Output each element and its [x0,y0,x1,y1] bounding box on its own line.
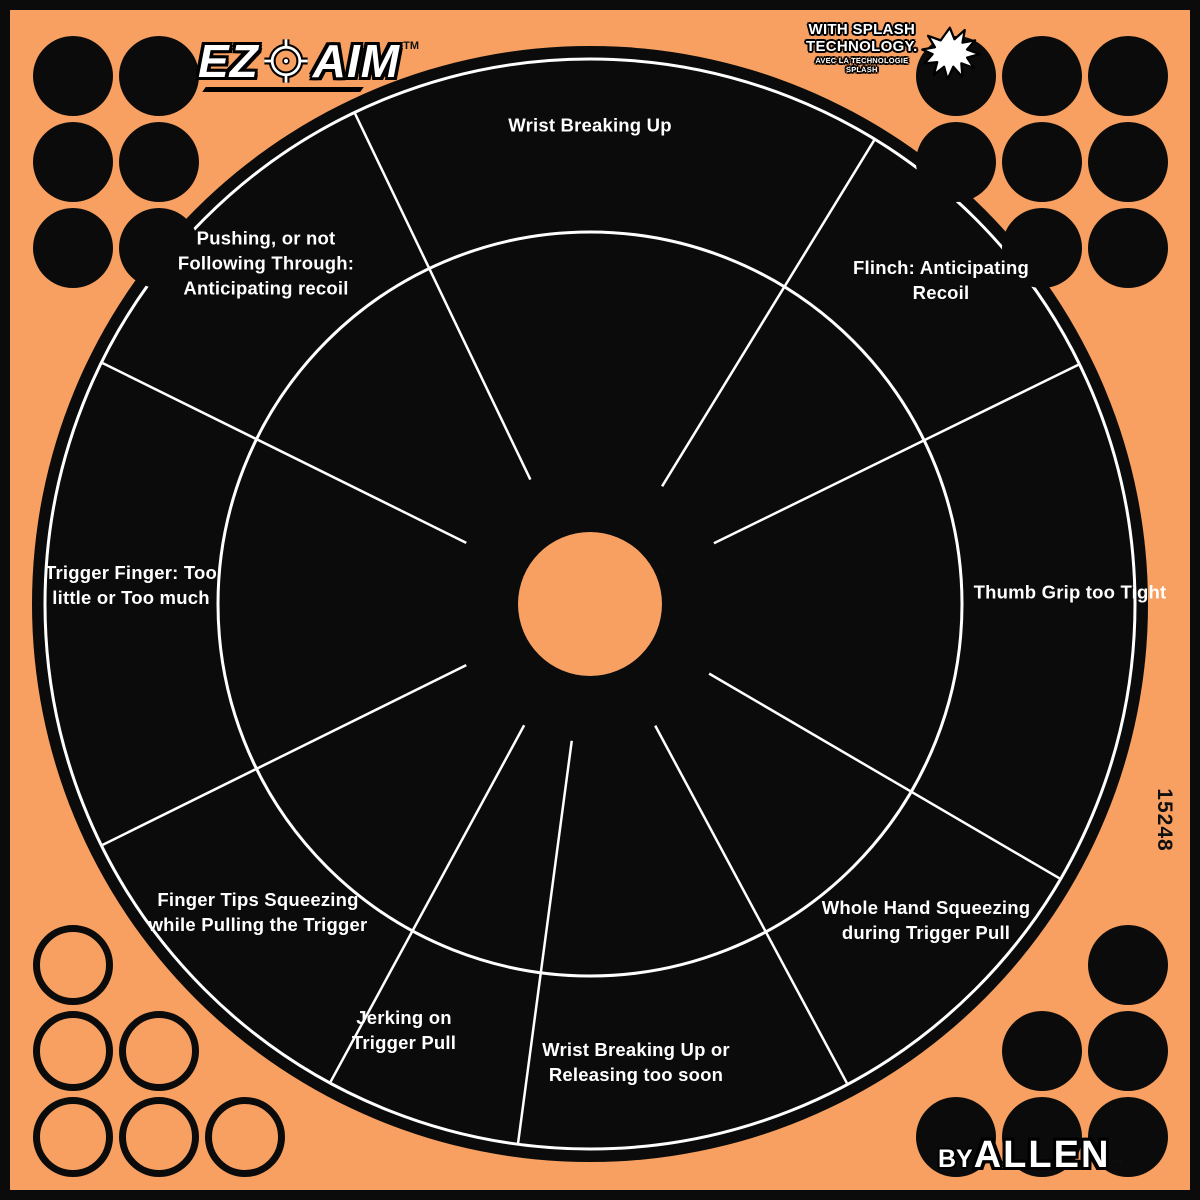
splash-technology-block: WITH SPLASH TECHNOLOGY. AVEC LA TECHNOLO… [806,21,982,82]
allen-trademark: ™ [1112,1159,1123,1170]
sector-label-thumb-grip-too-tight: Thumb Grip too Tight [973,581,1167,603]
ezaim-logo: EZ AIM TM [198,34,419,88]
splash-line4: SPLASH [846,64,878,74]
allen-logo-by-text: BY [938,1145,973,1173]
sector-label-finger-tips-squeezing: Finger Tips Squeezing while Pulling the … [148,889,368,935]
ezaim-logo-ez-text: EZ [198,35,259,87]
sector-label-flinch-anticipating-recoil: Flinch: Anticipating Recoil [853,257,1029,303]
sector-label-wrist-breaking-or-releasing: Wrist Breaking Up or Releasing too soon [542,1039,730,1085]
allen-logo-allen-text: ALLEN [973,1134,1111,1176]
ezaim-trademark: TM [403,40,419,52]
splash-line3: AVEC LA TECHNOLOGIE [815,55,909,65]
crosshair-icon [264,39,308,83]
splash-line1: WITH SPLASH [808,21,916,38]
splash-splat-icon [920,26,981,81]
sector-label-trigger-finger: Trigger Finger: Too little or Too much [44,562,217,608]
sku-number: 15248 [1153,788,1176,852]
ezaim-logo-aim-text: AIM [312,35,401,87]
splash-line2: TECHNOLOGY. [806,37,918,55]
sector-label-wrist-breaking-up: Wrist Breaking Up [508,114,672,136]
sector-label-jerking-on-trigger-pull: Jerking on Trigger Pull [351,1007,457,1053]
sector-label-whole-hand-squeezing: Whole Hand Squeezing during Trigger Pull [821,897,1031,943]
sector-label-pushing-not-following-through: Pushing, or not Following Through: Antic… [177,227,355,299]
allen-logo: BY ALLEN ™ [938,1134,1122,1177]
